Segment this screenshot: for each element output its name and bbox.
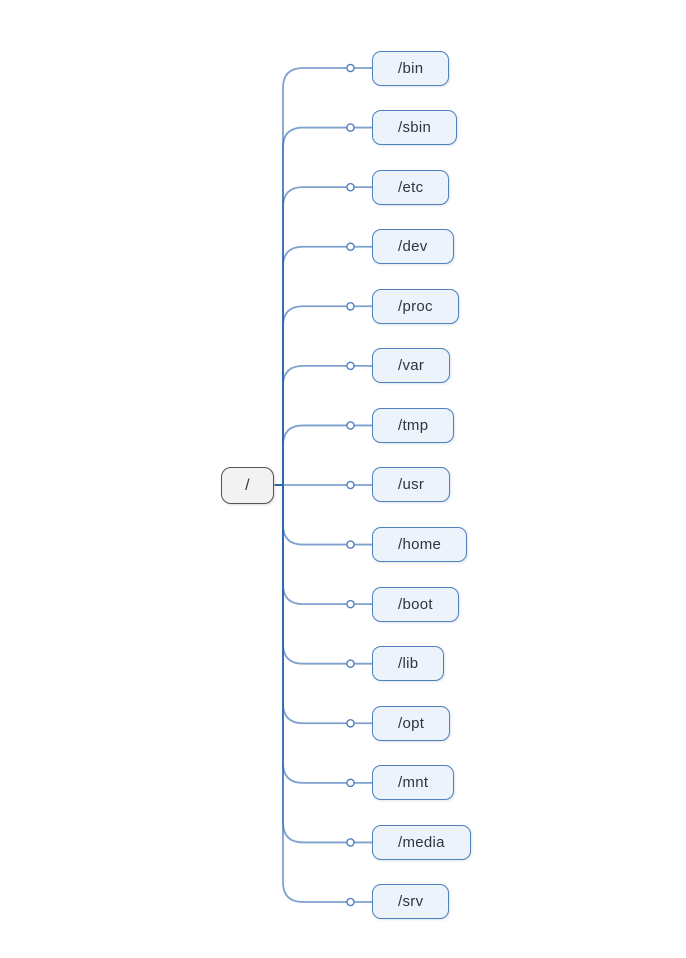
connector-circle [346, 242, 355, 252]
connector-circle [346, 659, 355, 669]
tree-node-label: /boot [398, 595, 433, 613]
connector-circle [346, 63, 355, 73]
connector-edge [274, 484, 347, 784]
tree-node-label: /srv [398, 893, 424, 911]
connector-circle [346, 123, 355, 132]
tree-node-srv[interactable]: /srv [372, 884, 450, 920]
tree-node-label: /tmp [398, 416, 429, 434]
tree-node-opt[interactable]: /opt [372, 705, 451, 741]
tree-node-label: /var [398, 357, 425, 375]
tree-node-label: /dev [398, 238, 428, 256]
tree-node-label: /bin [398, 59, 424, 77]
connector-circle [346, 718, 355, 728]
tree-node-proc[interactable]: /proc [372, 288, 459, 324]
connector-edge [274, 67, 347, 486]
tree-node-home[interactable]: /home [372, 527, 468, 563]
connector-edge [274, 364, 347, 486]
tree-node-label: /home [398, 536, 442, 554]
connector-edge [274, 245, 347, 486]
connector-circle [346, 301, 355, 311]
connector-edge [274, 484, 347, 665]
connector-edge [274, 424, 347, 486]
tree-node-label: /opt [398, 714, 425, 732]
tree-node-etc[interactable]: /etc [372, 169, 450, 205]
root-node-label: / [245, 476, 250, 494]
connector-circle [346, 540, 355, 549]
tree-node-label: /mnt [398, 774, 429, 792]
connector-circles [346, 63, 355, 907]
connector-edge [274, 484, 347, 546]
connector-circle [346, 897, 355, 907]
tree-node-label: /media [398, 833, 445, 851]
tree-node-lib[interactable]: /lib [372, 646, 445, 682]
tree-node-label: /usr [398, 476, 425, 494]
tree-node-boot[interactable]: /boot [372, 586, 459, 622]
connector-edges [274, 67, 372, 903]
tree-node-var[interactable]: /var [372, 348, 451, 384]
tree-node-bin[interactable]: /bin [372, 50, 450, 86]
connector-circle [346, 421, 355, 430]
connector-circle [346, 182, 355, 192]
tree-node-sbin[interactable]: /sbin [372, 110, 458, 146]
connector-edge [274, 484, 347, 903]
connector-circle [346, 599, 355, 609]
connector-edge [274, 126, 347, 486]
tree-node-mnt[interactable]: /mnt [372, 765, 455, 801]
connector-edge [274, 305, 347, 486]
tree-node-dev[interactable]: /dev [372, 229, 454, 265]
tree-node-label: /proc [398, 297, 433, 315]
tree-node-usr[interactable]: /usr [372, 467, 451, 503]
tree-node-root[interactable]: / [221, 467, 274, 504]
tree-node-label: /etc [398, 178, 424, 196]
connector-circle [346, 480, 355, 490]
connector-edge [274, 186, 347, 486]
connector-circle [346, 778, 355, 788]
connector-circle [346, 361, 355, 371]
tree-node-tmp[interactable]: /tmp [372, 407, 455, 443]
connector-circle [346, 838, 355, 847]
tree-node-label: /sbin [398, 119, 432, 137]
tree-node-media[interactable]: /media [372, 824, 471, 860]
tree-node-label: /lib [398, 655, 419, 673]
